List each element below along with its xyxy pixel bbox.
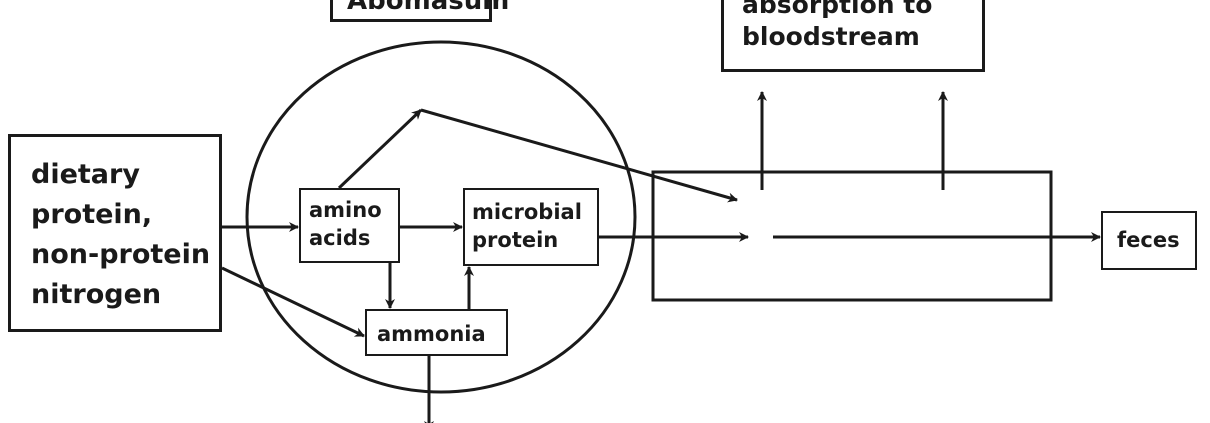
feces-box: feces [1101, 211, 1197, 270]
microbial-protein-label: microbial protein [472, 200, 582, 252]
rumen-circle [245, 40, 637, 394]
arrow-diet-to-ammonia [221, 266, 365, 338]
abomasum-box: Abomasum [330, 0, 509, 22]
bloodstream-box: absorption to bloodstream [721, 0, 985, 72]
arrow-amino-up [337, 108, 423, 190]
amino-acids-box: amino acids [299, 188, 400, 263]
feces-label: feces [1117, 228, 1180, 252]
amino-acids-label: amino acids [309, 198, 382, 250]
bloodstream-label: absorption to bloodstream [742, 0, 933, 51]
line-bypass-to-intestine [420, 108, 738, 203]
diet-label: dietary protein, non-protein nitrogen [31, 159, 211, 310]
microbial-protein-box: microbial protein [463, 188, 599, 266]
ammonia-box: ammonia [365, 309, 508, 356]
ammonia-label: ammonia [377, 322, 486, 346]
diet-box: dietary protein, non-protein nitrogen [8, 134, 222, 332]
abomasum-label: Abomasum [347, 0, 510, 17]
